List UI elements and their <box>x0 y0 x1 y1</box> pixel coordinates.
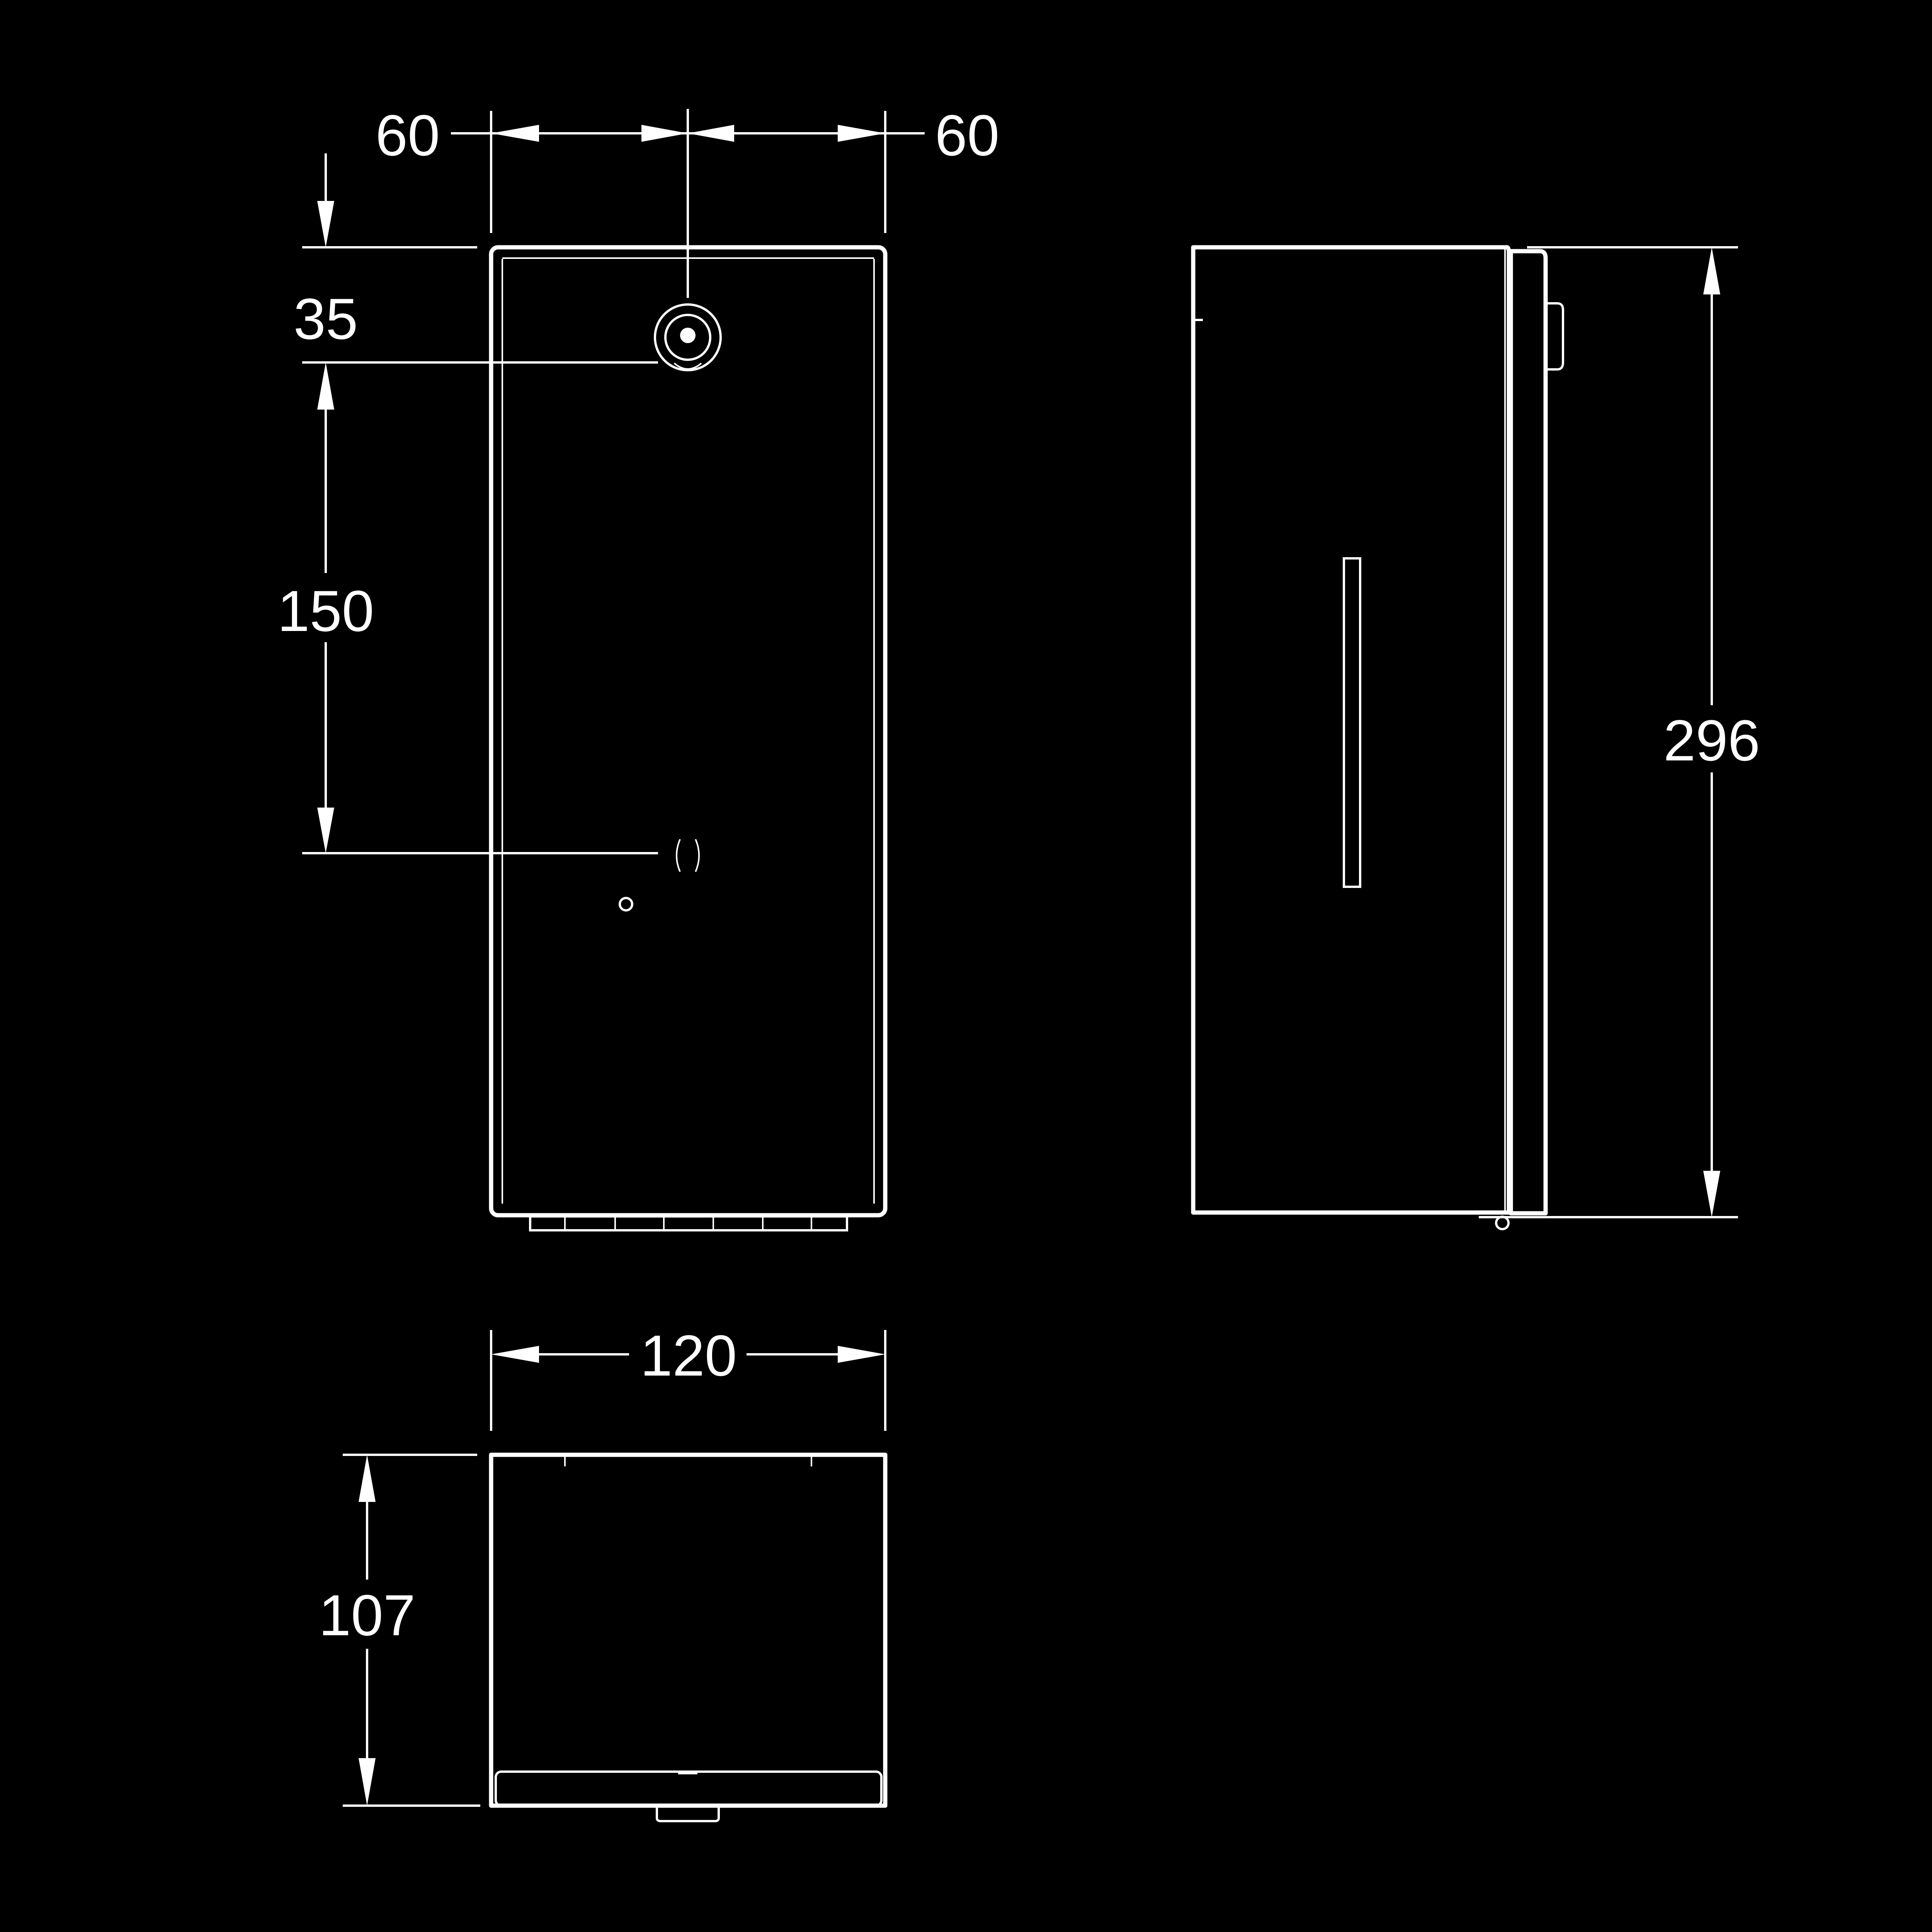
fill-level-window <box>1343 557 1361 888</box>
dim-hole-spacing-150: 150 <box>277 578 374 643</box>
mount-hole-icon <box>676 839 700 872</box>
dispenser-button-icon <box>654 303 722 371</box>
dimension-overall-width: 120 <box>490 1323 886 1431</box>
front-bottom-grille <box>529 1215 848 1231</box>
front-view-outline <box>489 245 888 1218</box>
dim-depth-107: 107 <box>319 1583 415 1648</box>
dim-top-right-60: 60 <box>935 103 1000 168</box>
dim-width-120: 120 <box>640 1323 737 1388</box>
dim-height-296: 296 <box>1663 708 1760 773</box>
top-view <box>489 1452 888 1822</box>
top-view-outline <box>489 1452 888 1808</box>
dim-mount-top-35: 35 <box>294 286 358 351</box>
keyhole-icon <box>619 897 633 912</box>
side-view-door <box>1509 249 1548 1216</box>
side-view-housing <box>1191 245 1511 1215</box>
front-view <box>489 245 888 1231</box>
side-view <box>1191 245 1564 1230</box>
dimension-top-offsets: 60 60 <box>376 103 1000 298</box>
dimension-overall-depth: 107 <box>319 1454 480 1807</box>
dimension-left-mounting: 35 150 <box>277 153 658 854</box>
dimension-overall-height: 296 <box>1527 246 1760 1218</box>
dim-top-left-60: 60 <box>376 103 440 168</box>
